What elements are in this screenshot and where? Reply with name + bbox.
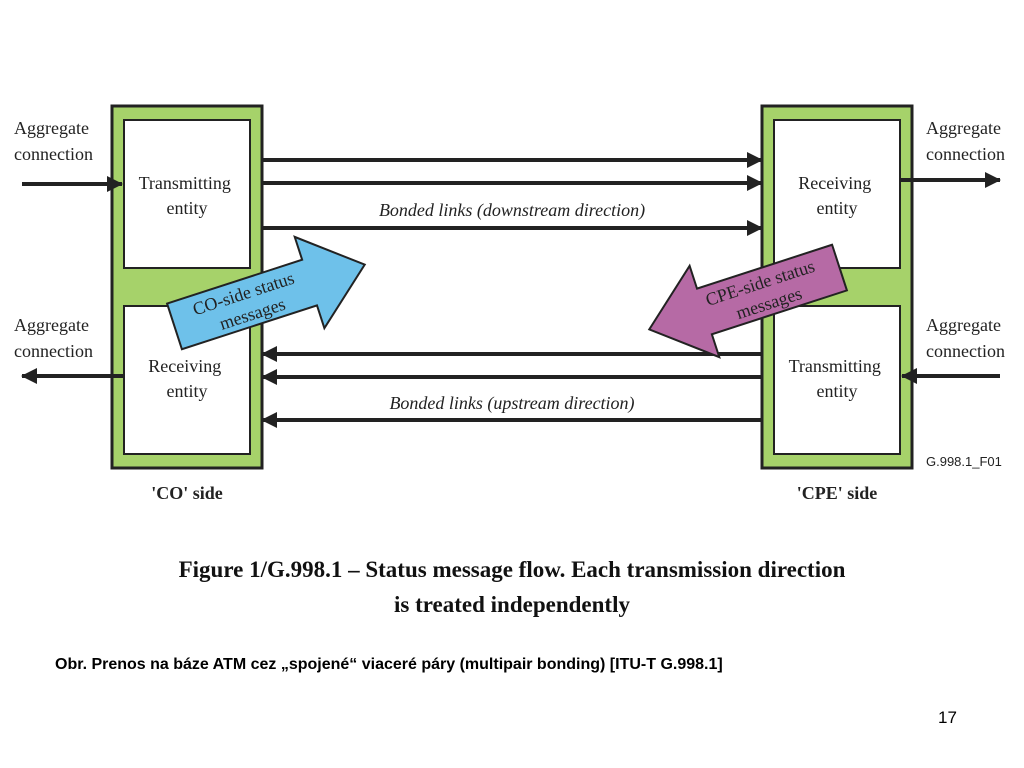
cpe-transmitting-label: Transmitting entity bbox=[789, 356, 886, 401]
figure-caption-line-2: is treated independently bbox=[394, 592, 630, 617]
cpe-receiving-entity-box bbox=[773, 119, 901, 269]
co-transmitting-entity-box bbox=[123, 119, 251, 269]
right-aggregate-top-label: Aggregate connection bbox=[926, 118, 1005, 164]
co-side-label: 'CO' side bbox=[151, 483, 223, 503]
cpe-receiving-label: Receiving entity bbox=[798, 173, 875, 218]
figure-caption-line-1: Figure 1/G.998.1 – Status message flow. … bbox=[178, 557, 846, 582]
co-receiving-label: Receiving entity bbox=[148, 356, 225, 401]
status-flow-diagram: Transmitting entity Receiving entity Rec… bbox=[14, 104, 1005, 503]
page-number: 17 bbox=[938, 708, 957, 727]
figure-caption: Figure 1/G.998.1 – Status message flow. … bbox=[0, 552, 1024, 622]
cpe-side-label: 'CPE' side bbox=[797, 483, 878, 503]
cpe-transmitting-entity-box bbox=[773, 305, 901, 455]
left-aggregate-bottom-label: Aggregate connection bbox=[14, 315, 93, 361]
right-aggregate-bottom-label: Aggregate connection bbox=[926, 315, 1005, 361]
downstream-label: Bonded links (downstream direction) bbox=[379, 200, 645, 221]
co-transmitting-label: Transmitting entity bbox=[139, 173, 236, 218]
upstream-label: Bonded links (upstream direction) bbox=[389, 393, 634, 414]
slide-caption: Obr. Prenos na báze ATM cez „spojené“ vi… bbox=[55, 656, 723, 673]
figure-id: G.998.1_F01 bbox=[926, 454, 1002, 469]
left-aggregate-top-label: Aggregate connection bbox=[14, 118, 93, 164]
